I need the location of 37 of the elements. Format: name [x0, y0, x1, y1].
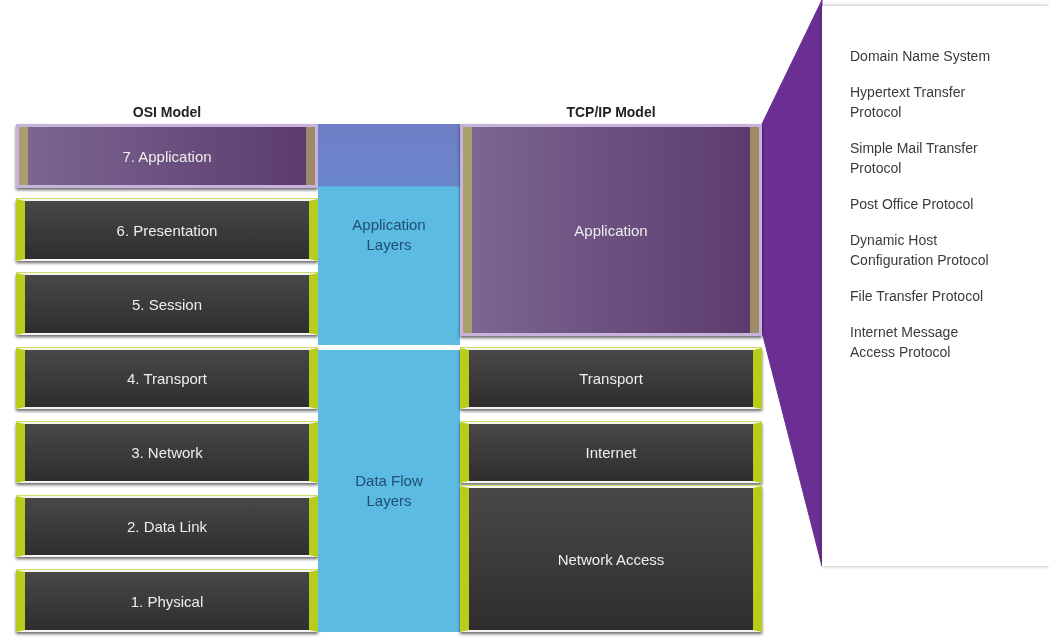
protocol-name: Hypertext Transfer Protocol [850, 83, 967, 122]
callout-wedge [761, 0, 823, 567]
protocol-name: Domain Name System [850, 47, 992, 66]
layer-box [16, 348, 318, 409]
model-heading: OSI Model [131, 104, 203, 120]
layer-label: Transport [579, 370, 643, 387]
group-band [318, 124, 460, 345]
layer-box [16, 422, 318, 483]
group-band [318, 350, 460, 632]
layer-box [460, 348, 762, 409]
layer-label: Network Access [557, 550, 665, 568]
protocol-panel [822, 6, 1049, 566]
layer-label: Application [574, 221, 648, 239]
layer-box [16, 199, 318, 261]
layer-box [16, 570, 318, 632]
layer-box [16, 496, 318, 557]
protocol-name: Internet Message Access Protocol [850, 323, 960, 362]
protocol-name: Post Office Protocol [850, 195, 975, 214]
protocol-name: Simple Mail Transfer Protocol [850, 139, 979, 178]
layer-box [16, 273, 318, 335]
layer-label: 2. Data Link [126, 518, 207, 535]
layer-label: 1. Physical [130, 592, 204, 610]
layer-label: 5. Session [131, 295, 202, 313]
layer-label: 4. Transport [126, 370, 207, 387]
band-label: Data Flow Layers [354, 471, 424, 511]
layer-label: 6. Presentation [116, 221, 218, 239]
model-heading: TCP/IP Model [565, 104, 657, 120]
layer-label: 7. Application [122, 147, 212, 165]
protocol-name: File Transfer Protocol [850, 287, 985, 306]
layer-box [460, 422, 762, 483]
protocol-name: Dynamic Host Configuration Protocol [850, 231, 990, 270]
layer-box [460, 124, 762, 336]
layer-label: Internet [585, 444, 637, 461]
layer-label: 3. Network [131, 444, 203, 461]
band-label: Application Layers [351, 214, 427, 255]
layer-box [460, 486, 762, 632]
layer-box [16, 124, 318, 188]
